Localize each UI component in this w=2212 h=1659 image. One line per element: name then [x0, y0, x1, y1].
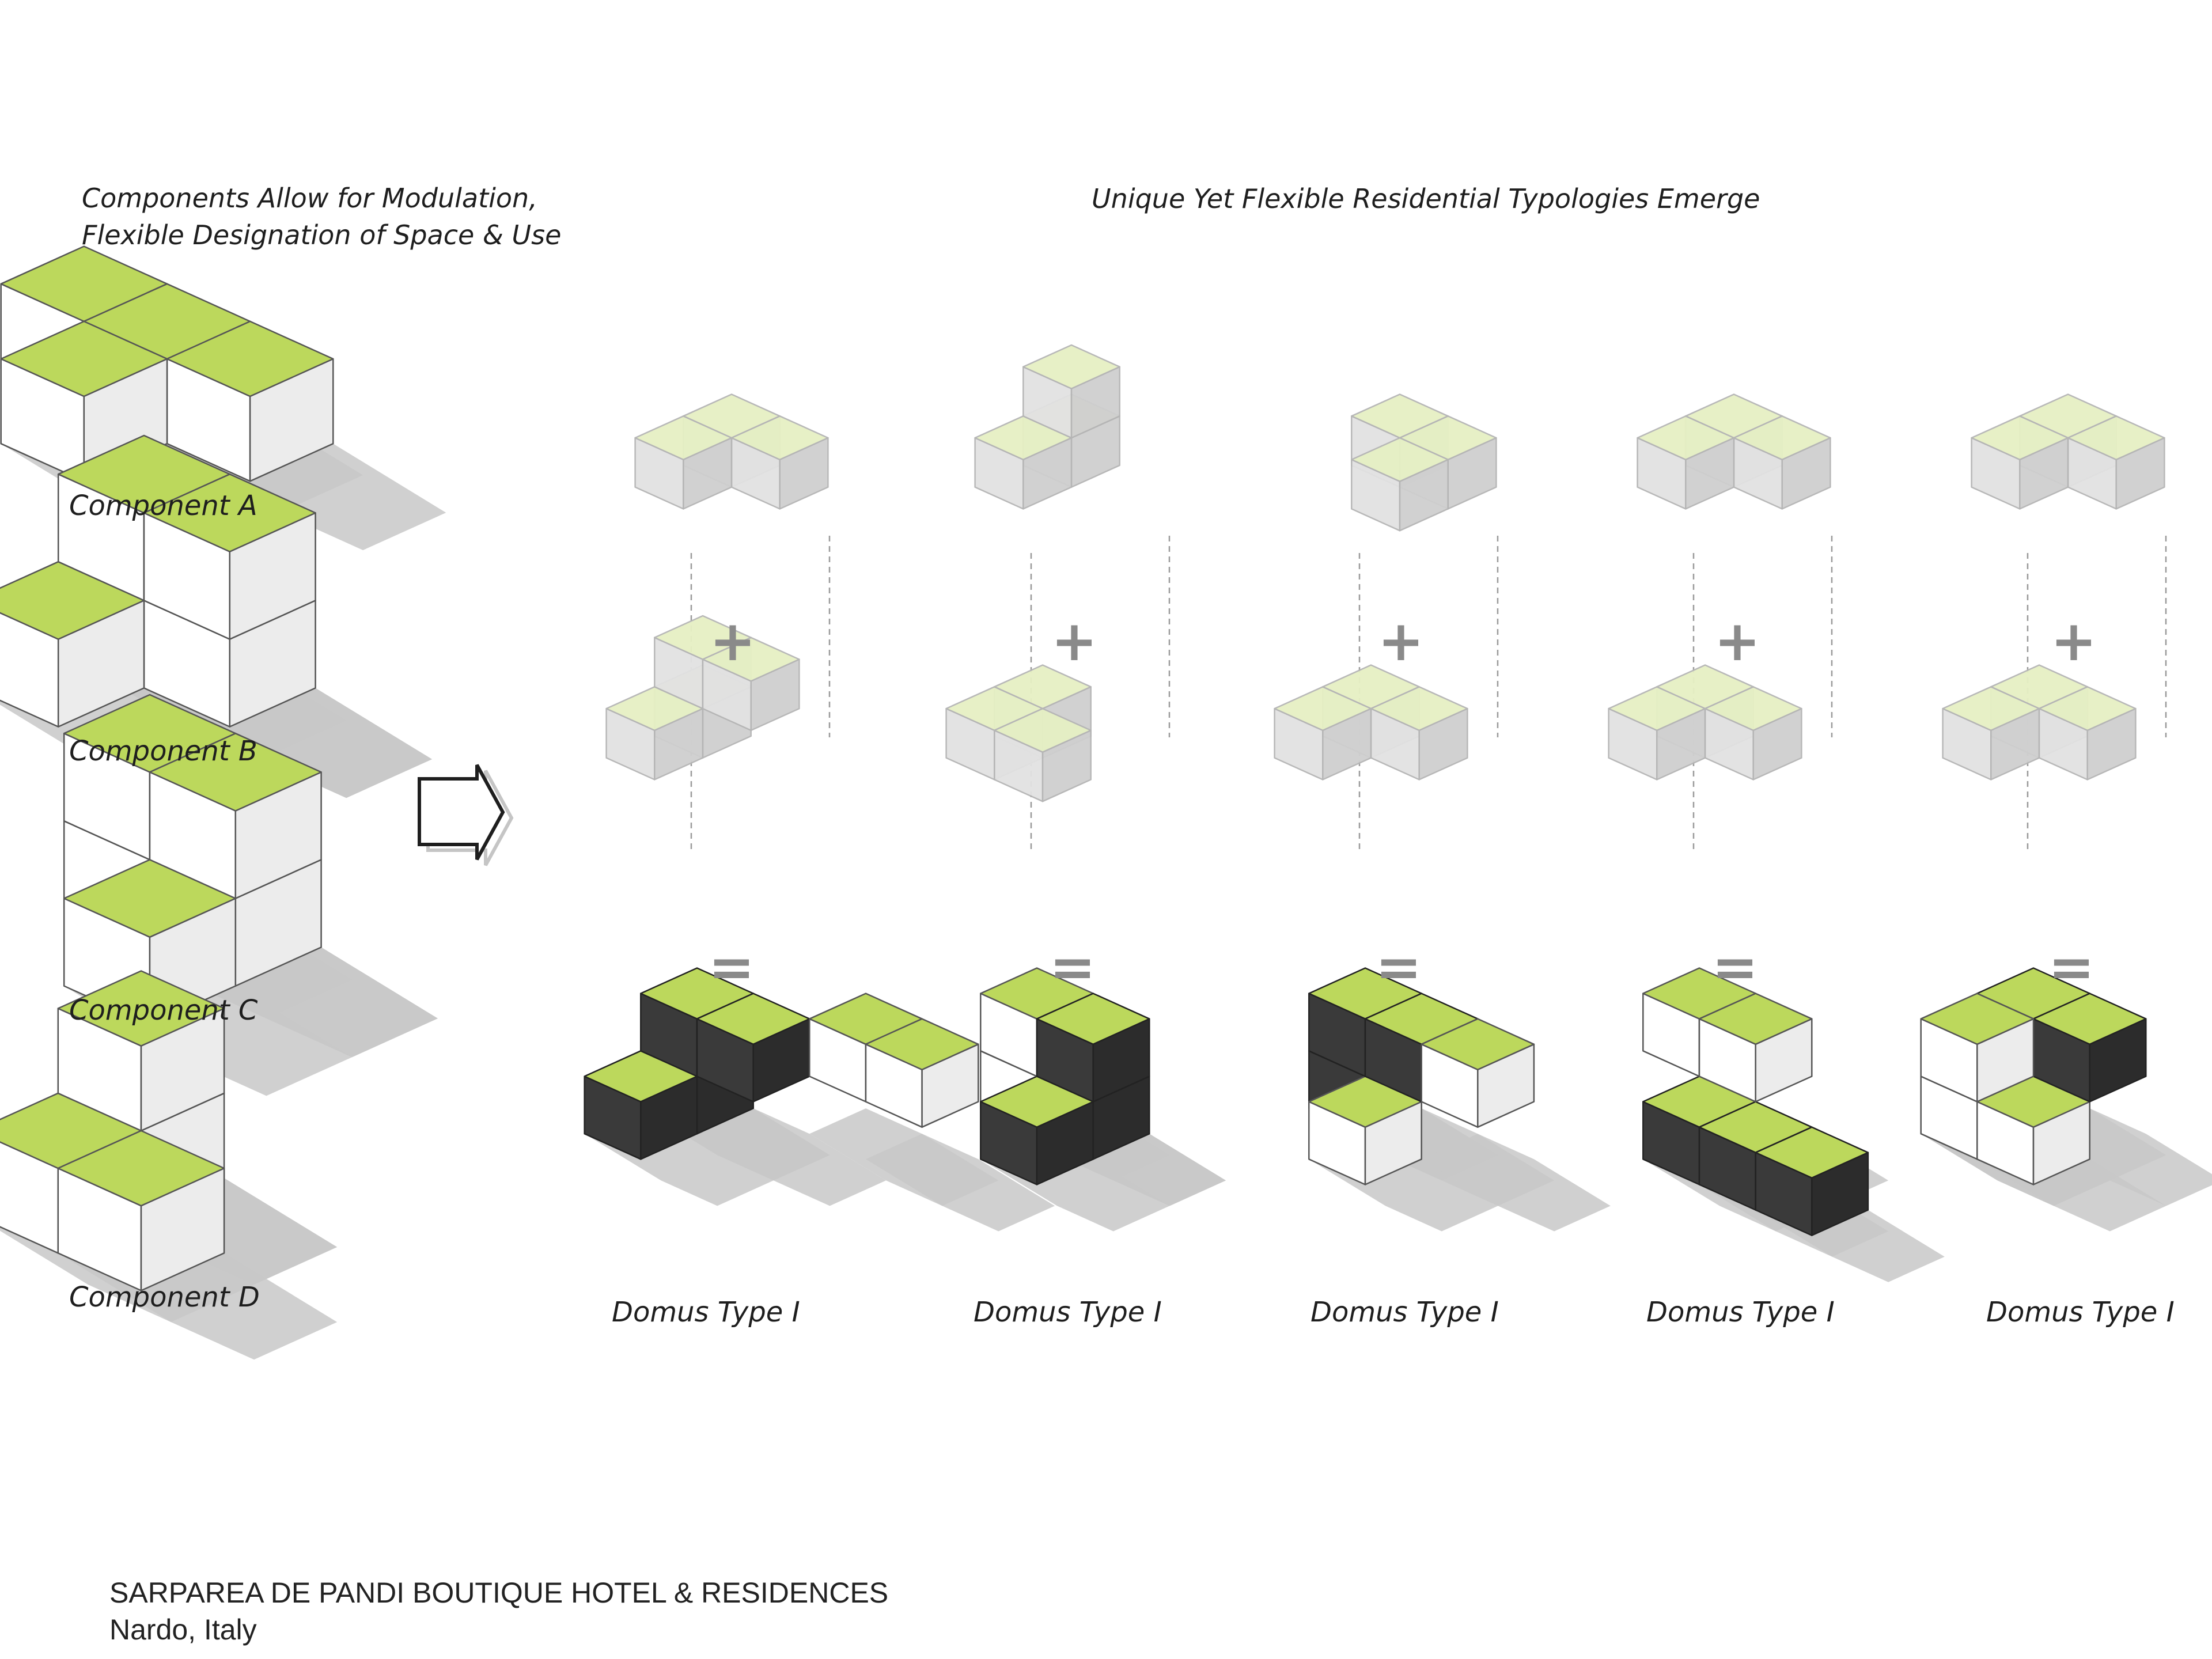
typology-1-diagram — [584, 393, 1055, 1232]
equals-operator-4: = — [1712, 935, 1758, 999]
typology-1-label: Domus Type I — [612, 1296, 800, 1328]
equals-operator-5: = — [2048, 935, 2094, 999]
component-c-label: Component C — [69, 994, 258, 1027]
plus-operator-4: + — [1714, 609, 1760, 673]
plus-operator-5: + — [2051, 609, 2097, 673]
components-heading-line2: Flexible Designation of Space & Use — [82, 219, 562, 251]
equals-operator-1: = — [709, 935, 755, 999]
project-title: SARPAREA DE PANDI BOUTIQUE HOTEL & RESID… — [109, 1577, 889, 1609]
typology-5-label: Domus Type I — [1986, 1296, 2175, 1328]
equals-operator-2: = — [1050, 935, 1096, 999]
components-heading: Components Allow for Modulation, Flexibl… — [82, 180, 561, 253]
typology-4-label: Domus Type I — [1646, 1296, 1835, 1328]
plus-operator-2: + — [1051, 609, 1097, 673]
component-d-diagram — [0, 970, 338, 1360]
typologies-heading: Unique Yet Flexible Residential Typologi… — [1092, 183, 1760, 214]
typology-5-diagram — [1920, 393, 2212, 1232]
plus-operator-3: + — [1378, 609, 1424, 673]
arrow-right-icon — [418, 764, 514, 866]
component-a-label: Component A — [69, 490, 257, 522]
typology-3-diagram — [1274, 393, 1611, 1232]
components-heading-line1: Components Allow for Modulation, — [82, 183, 537, 214]
plus-operator-1: + — [710, 609, 756, 673]
component-d-label: Component D — [69, 1281, 260, 1313]
component-b-label: Component B — [69, 735, 257, 767]
project-location: Nardo, Italy — [109, 1613, 257, 1646]
typology-3-label: Domus Type I — [1310, 1296, 1499, 1328]
typology-2-label: Domus Type I — [974, 1296, 1162, 1328]
typology-4-diagram — [1608, 393, 1945, 1282]
typology-2-diagram — [945, 344, 1226, 1232]
equals-operator-3: = — [1376, 935, 1422, 999]
